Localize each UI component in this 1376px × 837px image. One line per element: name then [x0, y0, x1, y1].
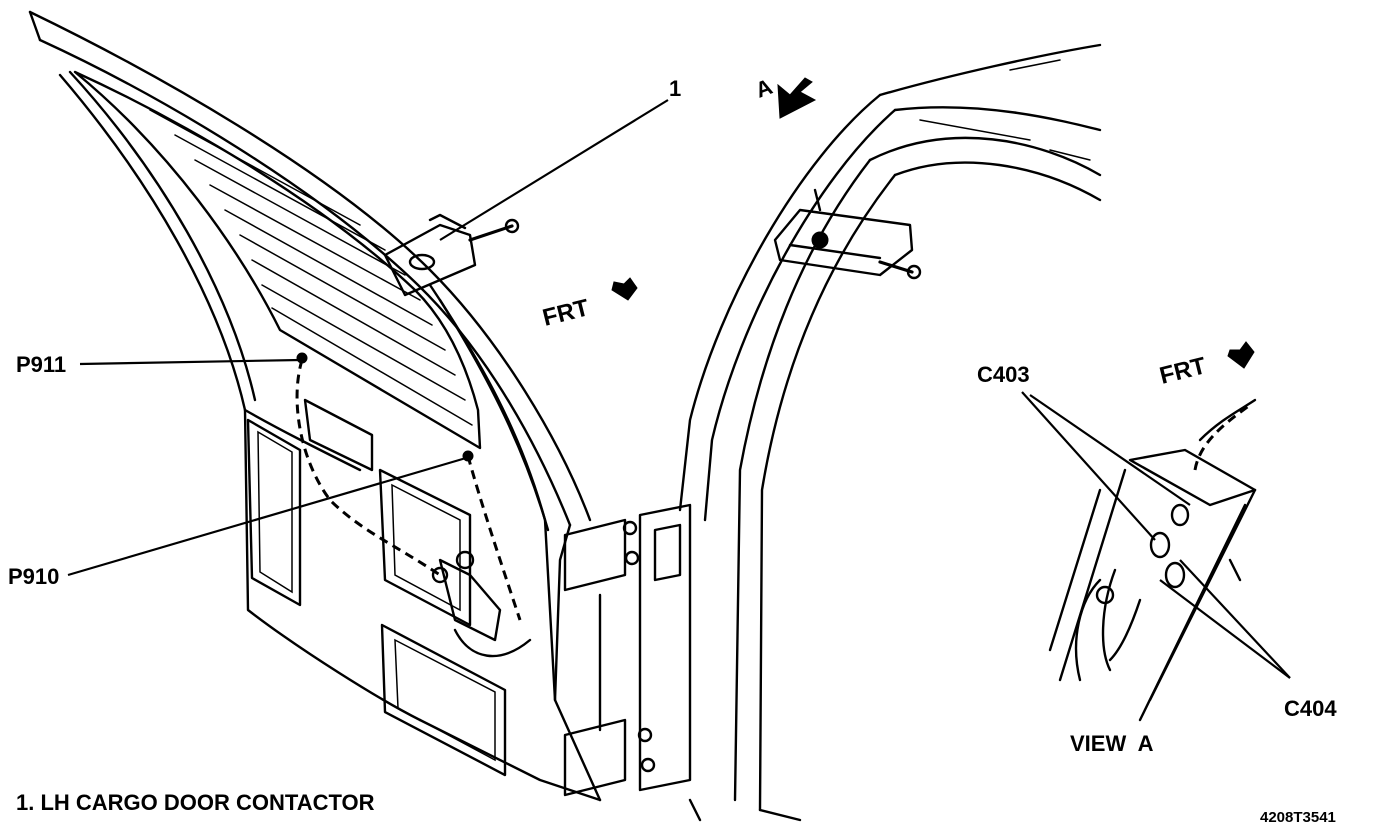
callout-1-label: 1 [669, 76, 681, 101]
figure-id: 4208T3541 [1260, 809, 1336, 826]
body-opening [678, 43, 1102, 822]
frt-arrow-main [611, 277, 638, 301]
window-shading [149, 109, 473, 426]
c404-label: C404 [1284, 696, 1337, 721]
view-a-title: VIEW A [1070, 731, 1154, 756]
c403-label: C403 [977, 362, 1030, 387]
view-a-detail [1048, 398, 1257, 722]
leader-lines [67, 99, 1291, 679]
view-a-arrow-label: A [752, 74, 776, 103]
door-hinges [563, 503, 692, 797]
view-a-arrow [777, 77, 817, 119]
left-cargo-door [28, 10, 602, 802]
p911-label: P911 [16, 352, 66, 377]
frt-arrow-view [1227, 341, 1255, 369]
legend-text: 1. LH CARGO DOOR CONTACTOR [16, 790, 375, 815]
frt-main-label: FRT [540, 294, 592, 332]
frt-view-label: FRT [1157, 352, 1209, 390]
p910-label: P910 [8, 564, 59, 589]
